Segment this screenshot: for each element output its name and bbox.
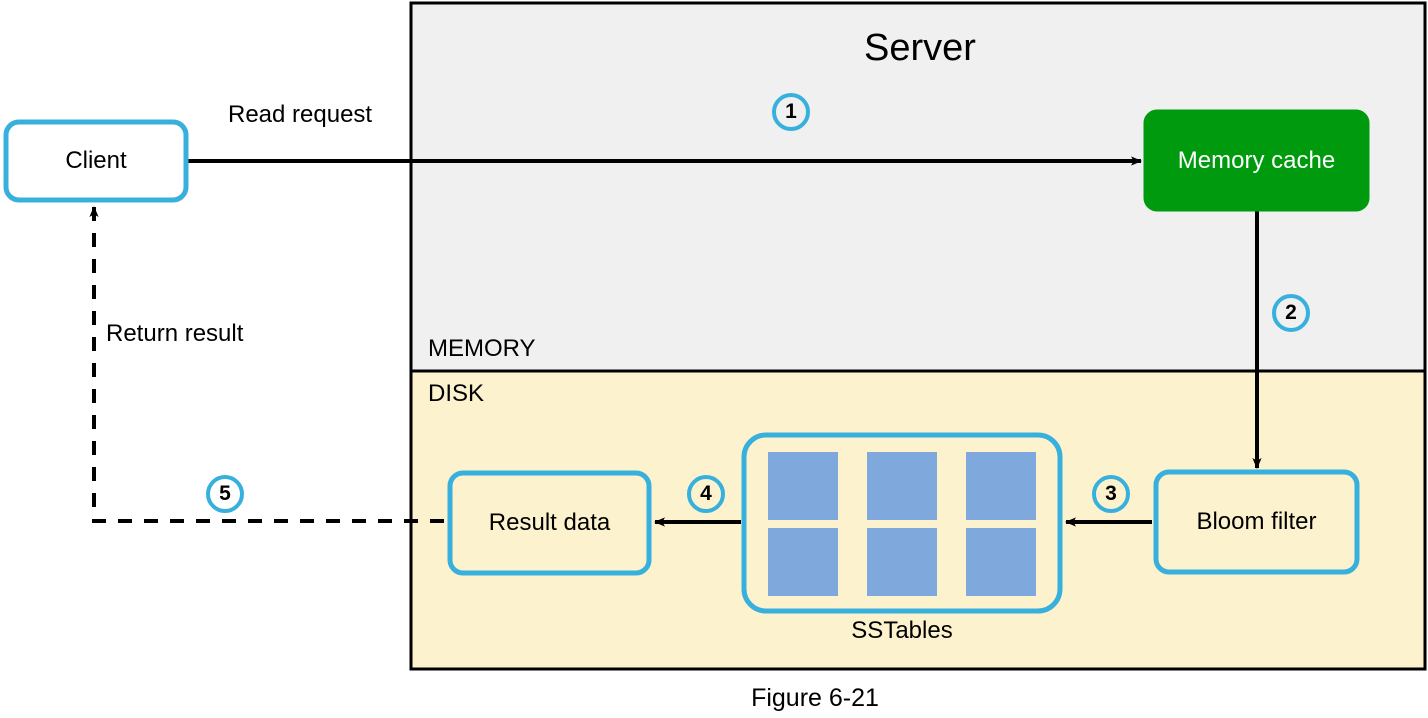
- node-result-data[interactable]: [447, 470, 652, 576]
- node-client[interactable]: [3, 119, 189, 203]
- edge-return-result: [89, 206, 444, 523]
- sstable-cell: [768, 528, 838, 596]
- edge-return-result-label: Return result: [106, 320, 244, 347]
- step-badge-2: [1272, 294, 1310, 332]
- step-badge-5-label: 5: [219, 482, 231, 505]
- step-badge-3: [1092, 475, 1130, 513]
- sstable-cell: [867, 452, 937, 520]
- sstable-cell: [867, 528, 937, 596]
- node-client-label: Client: [65, 147, 127, 174]
- step-badge-1: [772, 93, 810, 131]
- step-badge-3-label: 3: [1105, 482, 1117, 505]
- sstable-cell: [768, 452, 838, 520]
- step-badge-5: [206, 475, 244, 513]
- step-badge-4-label: 4: [700, 482, 712, 505]
- server-title: Server: [864, 26, 976, 69]
- node-memory-cache-label: Memory cache: [1177, 146, 1336, 174]
- memory-region-label: MEMORY: [428, 335, 536, 362]
- edge-read-request-label: Read request: [228, 101, 373, 128]
- sstable-cell: [966, 528, 1036, 596]
- step-badge-4: [687, 475, 725, 513]
- step-badge-2-label: 2: [1285, 301, 1297, 324]
- step-badge-1-label: 1: [785, 100, 797, 123]
- node-sstables-label: SSTables: [851, 617, 953, 644]
- node-result-data-label: Result data: [488, 509, 611, 536]
- disk-region-label: DISK: [428, 380, 485, 407]
- node-memory-cache[interactable]: [1143, 109, 1370, 212]
- node-bloom-filter[interactable]: [1153, 469, 1360, 575]
- sstable-cell: [966, 452, 1036, 520]
- figure-caption: Figure 6-21: [751, 683, 879, 712]
- node-bloom-filter-label: Bloom filter: [1196, 508, 1317, 535]
